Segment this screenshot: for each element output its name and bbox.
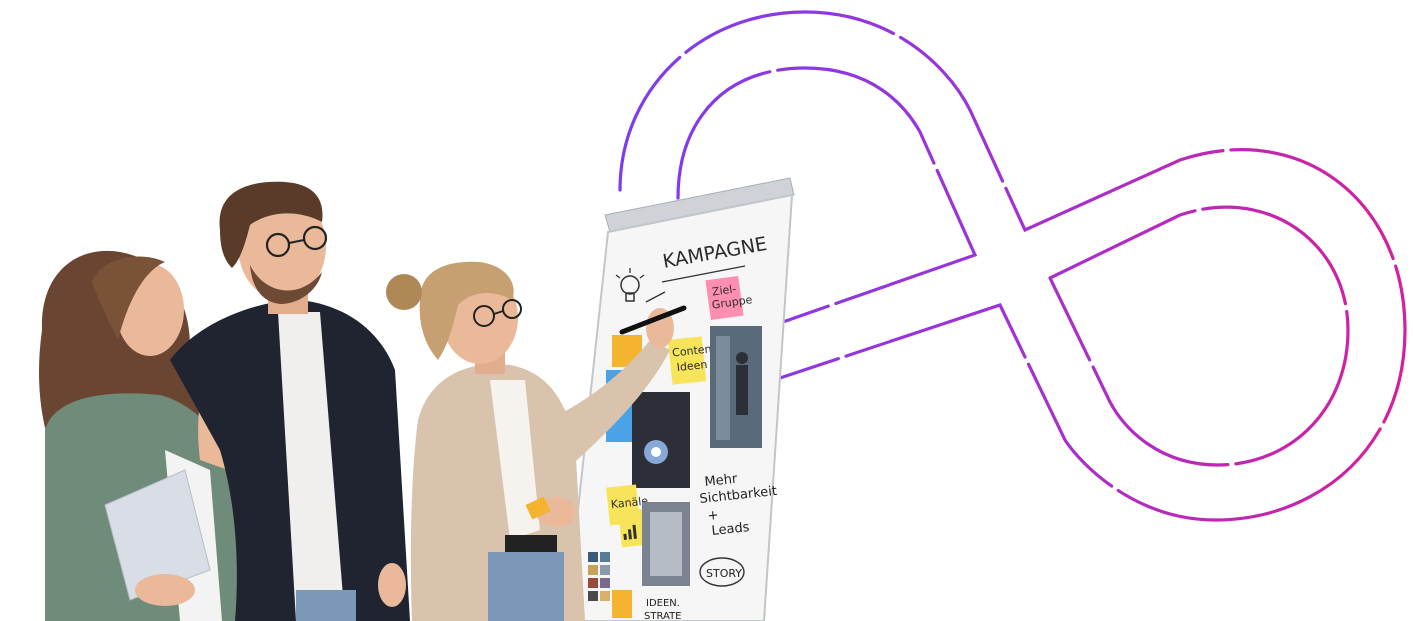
lightbulb-icon [615, 268, 645, 302]
photo-machinery-detail [650, 512, 682, 576]
woman-right-jeans [488, 552, 564, 621]
board-text-strate: STRATE [644, 611, 682, 621]
sticky-pink-line1: Ziel- [711, 282, 737, 298]
woman-right-belt [505, 535, 557, 553]
board-text-plus: + [707, 508, 719, 524]
marker-pen [619, 305, 687, 335]
woman-right-sticky-note [525, 496, 551, 520]
story-oval [699, 557, 745, 587]
person-man-middle [170, 181, 410, 621]
photo-welding [632, 392, 690, 488]
man-hair [219, 181, 323, 268]
board-text-ideen: IDEEN. [646, 598, 680, 609]
sticky-note-pink [705, 275, 744, 321]
photo-rack [716, 336, 730, 440]
woman-right-hair [419, 261, 514, 360]
person-woman-right [386, 261, 687, 621]
woman-right-top [490, 380, 540, 540]
man-tshirt [278, 312, 345, 621]
photo-worker-body [736, 365, 748, 415]
woman-right-arm [548, 340, 670, 462]
photo-spark-core [651, 447, 661, 457]
sticky-channels-text: Kanäle [610, 494, 649, 511]
sticky-content-line1: Content [672, 342, 718, 360]
man-hand [378, 563, 406, 607]
photo-worker-head [736, 352, 748, 364]
story-label: STORY [706, 567, 742, 580]
color-swatches [588, 552, 632, 618]
man-beard [250, 265, 322, 304]
woman-left-hair-front [92, 256, 165, 340]
board-text-mehr: Mehr [704, 472, 739, 490]
woman-right-glasses [473, 299, 522, 327]
sticky-content-line2: Ideen [676, 358, 708, 374]
woman-left-hand [135, 574, 195, 606]
woman-right-bun [386, 274, 422, 310]
arrow-icon [645, 291, 666, 303]
title-underline [661, 265, 746, 283]
woman-left-notebook [104, 469, 211, 601]
sticky-note-content [667, 336, 707, 385]
sticky-pink-line2: Gruppe [711, 293, 753, 312]
bar-chart-icon [623, 524, 637, 540]
man-glasses [265, 225, 328, 258]
man-jeans [296, 590, 356, 621]
flipchart-top-bar [604, 177, 795, 233]
flipchart: KAMPAGNE Ziel- Gruppe Content Ideen [564, 177, 795, 621]
board-text-leads: Leads [711, 520, 751, 539]
